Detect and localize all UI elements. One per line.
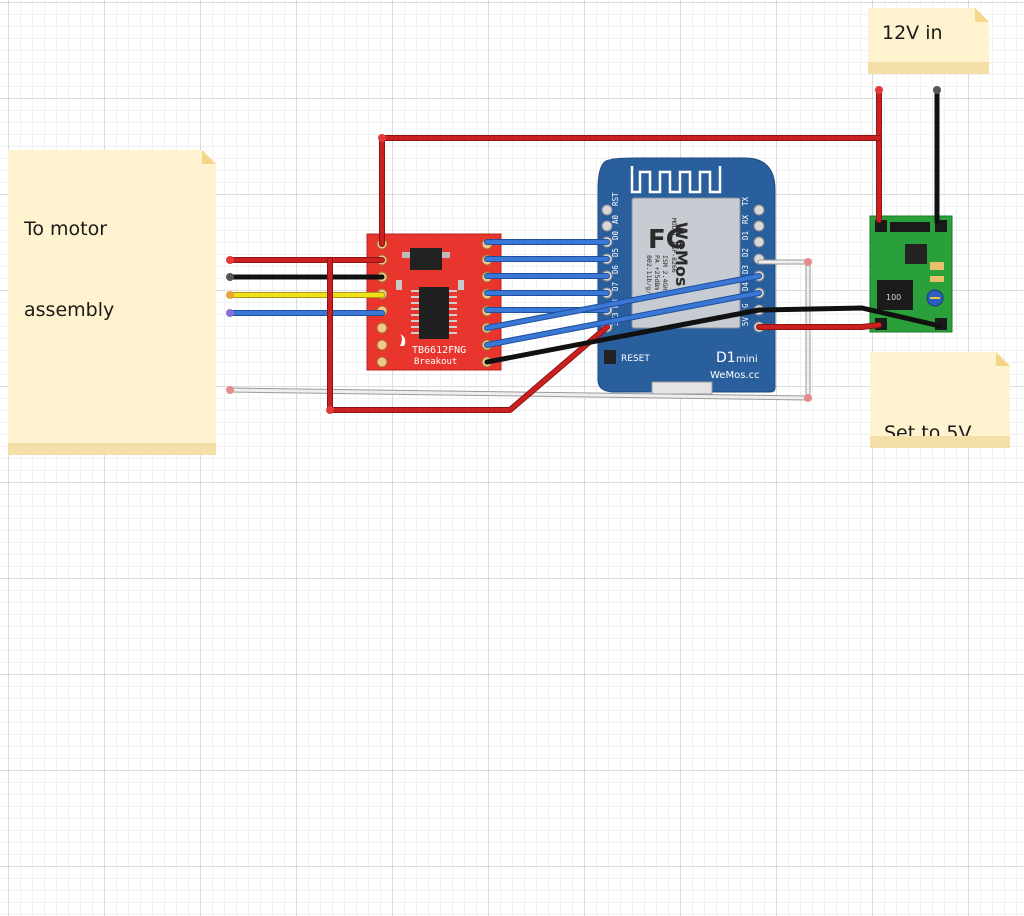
motor-note-spacer-2 xyxy=(24,702,171,729)
module-line-2: ISM 2.4GHz xyxy=(661,255,669,294)
pin-label-g: G xyxy=(741,303,750,308)
driver-board-subtitle: Breakout xyxy=(414,357,457,367)
pin-label-d7: D7 xyxy=(611,282,620,291)
wire-signal-d3 xyxy=(485,274,761,330)
regulator-note-line-2: output xyxy=(884,503,947,525)
pin-label-d3: D3 xyxy=(741,265,750,274)
pin-label-d4: D4 xyxy=(741,281,750,291)
wires xyxy=(226,86,943,414)
wiring-diagram: TB6612FNG Breakout FC WeMos MODEL ESP-82… xyxy=(226,86,953,414)
wire-5v-from-regulator xyxy=(757,323,881,329)
pin-label-5v: 5V xyxy=(741,316,750,326)
pin-label-d1: D1 xyxy=(741,231,750,240)
pin-label-rst: RST xyxy=(611,192,620,206)
motor-note-line-blue: Blue: Motor - xyxy=(24,866,147,888)
reset-label: RESET xyxy=(621,354,650,364)
power-in-note: 12V in xyxy=(868,8,989,74)
module-line-3: PA +25dBm xyxy=(653,255,661,290)
usb-connector xyxy=(651,381,713,395)
motor-note-line-white: White: Sense xyxy=(24,623,150,645)
motor-note-title-line-1: To motor xyxy=(24,218,108,240)
motor-note-line-red: Red: Vcc xyxy=(24,461,107,483)
motor-note-line-black: Black: GND xyxy=(24,542,132,564)
signal-wires xyxy=(484,239,762,348)
pin-label-d5: D5 xyxy=(611,248,620,257)
board-model-label: D1 xyxy=(716,350,736,366)
driver-flame-logo xyxy=(400,334,406,346)
regulator-note: Set to 5V output xyxy=(870,352,1010,448)
board-site-label: WeMos.cc xyxy=(710,370,760,381)
inductor xyxy=(877,280,913,310)
board-model-suffix: mini xyxy=(736,354,758,365)
wire-gnd-regulator xyxy=(756,305,943,329)
wire-endpoints xyxy=(226,86,941,414)
wire-gnd-driver xyxy=(484,307,762,365)
module-line-4: 802.11b/g/n xyxy=(645,255,653,298)
wire-signal-d4 xyxy=(485,291,761,347)
pin-label-tx: TX xyxy=(741,196,750,206)
power-in-label: 12V in xyxy=(882,22,943,44)
regulator-ic xyxy=(905,244,927,264)
tb6612fng-breakout-board: TB6612FNG Breakout xyxy=(366,233,502,371)
inductor-label: 100 xyxy=(886,293,901,302)
pin-label-d2: D2 xyxy=(741,248,750,257)
pin-label-rx: RX xyxy=(741,214,750,224)
motor-note-title-line-2: assembly xyxy=(24,299,115,321)
fc-logo-icon: FC xyxy=(648,225,685,255)
motor-note-line-yellow: Yellow: Motor + xyxy=(24,785,171,807)
module-line-1: MODEL ESP-8266 xyxy=(670,218,678,273)
reset-button xyxy=(604,350,616,364)
tb6612fng-chip xyxy=(411,287,457,339)
pin-label-d6: D6 xyxy=(611,264,620,274)
wire-5v-loop xyxy=(328,258,609,412)
pin-label-a0: A0 xyxy=(611,214,620,224)
module-brand-vertical: WeMos xyxy=(672,222,691,286)
wifi-antenna-trace xyxy=(630,166,722,194)
driver-board-name: TB6612FNG xyxy=(412,345,466,356)
pin-label-d0: D0 xyxy=(611,230,620,240)
driver-small-chip xyxy=(410,248,442,270)
